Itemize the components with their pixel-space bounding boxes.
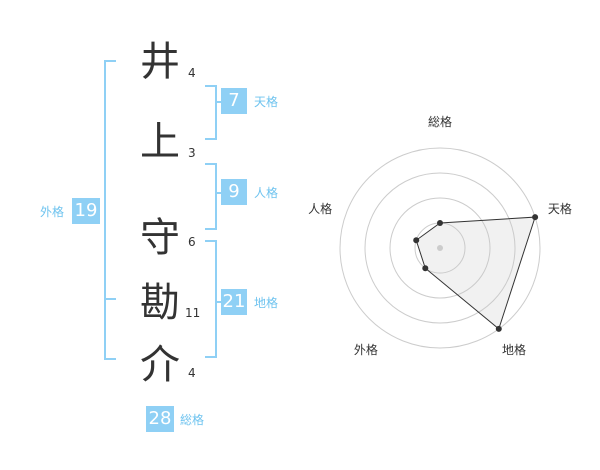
radar-center-dot	[437, 245, 443, 251]
jinkaku-bracket	[205, 163, 217, 230]
tenkaku-connector	[215, 101, 221, 103]
chikaku-bracket	[205, 240, 217, 358]
name-char-4: 勘	[140, 280, 180, 326]
tenkaku-bracket	[205, 85, 217, 140]
stroke-count-4: 11	[185, 306, 201, 320]
radar-ring-2	[389, 197, 491, 299]
gaikaku-score: 19	[72, 198, 100, 224]
radar-point-3	[495, 325, 502, 332]
radar-axis-label-2: 天格	[548, 201, 572, 216]
gaikaku-label: 外格	[40, 205, 65, 219]
radar-point-5	[413, 237, 420, 244]
tenkaku-label: 天格	[254, 95, 279, 109]
jinkaku-label: 人格	[254, 186, 279, 200]
radar-ring-4	[339, 147, 541, 349]
name-char-5: 介	[140, 342, 180, 388]
gaikaku-bracket-mid-tick	[104, 298, 116, 300]
soukaku-label: 総格	[180, 413, 205, 427]
tenkaku-score: 7	[221, 88, 247, 114]
gaikaku-bracket	[104, 60, 116, 360]
chikaku-score: 21	[221, 289, 247, 315]
radar-axis-label-4: 外格	[354, 342, 378, 357]
radar-axis-label-5: 人格	[308, 201, 332, 216]
radar-axis-label-3: 地格	[502, 342, 526, 357]
name-char-1: 井	[140, 39, 180, 85]
radar-axis-label-1: 総格	[428, 114, 452, 129]
jinkaku-score: 9	[221, 179, 247, 205]
radar-polygon	[415, 216, 536, 330]
soukaku-score: 28	[146, 406, 174, 432]
radar-point-1	[437, 220, 443, 226]
radar-point-2	[532, 214, 539, 221]
name-char-3: 守	[140, 215, 180, 261]
name-char-2: 上	[140, 119, 180, 165]
radar-point-4	[422, 265, 429, 272]
chikaku-label: 地格	[254, 296, 279, 310]
jinkaku-connector	[215, 192, 221, 194]
stroke-count-3: 6	[188, 235, 196, 249]
chikaku-connector	[215, 301, 221, 303]
stroke-count-1: 4	[188, 66, 196, 80]
stroke-count-5: 4	[188, 366, 196, 380]
radar-ring-3	[364, 172, 516, 324]
stroke-count-2: 3	[188, 146, 196, 160]
